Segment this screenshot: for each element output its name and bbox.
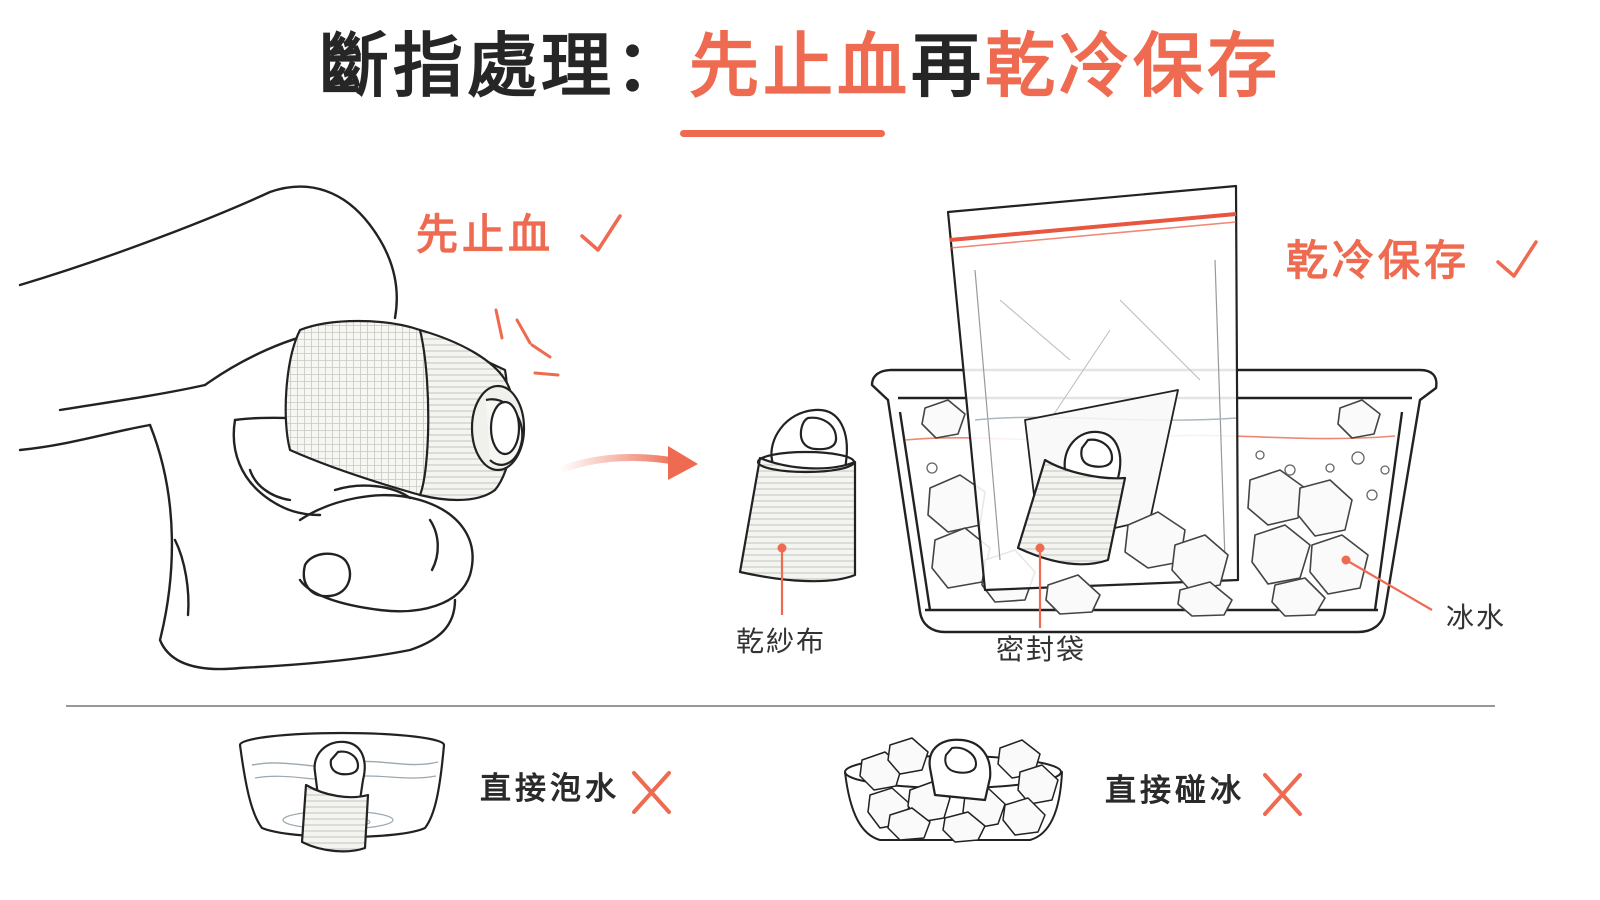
- bag-pointer: [1035, 543, 1045, 628]
- bowl-of-water: [238, 731, 446, 853]
- arrow-right-icon: [556, 446, 698, 480]
- check-icon: [580, 214, 622, 252]
- wrapped-finger: [738, 408, 857, 583]
- gauze-pointer: [777, 543, 787, 615]
- gauze-roll: [284, 319, 526, 502]
- cross-icon: [632, 771, 671, 814]
- ice-cubes-front: [1045, 511, 1233, 617]
- callout-gauze: 乾紗布: [736, 625, 827, 658]
- cross-icon: [1263, 773, 1302, 816]
- callout-bag: 密封袋: [996, 633, 1087, 666]
- title-prefix: 斷指處理：: [319, 25, 689, 107]
- dont-soak-in-water: 直接泡水: [480, 771, 620, 807]
- pressure-marks: [494, 308, 560, 377]
- step-label-cold-storage: 乾冷保存: [1286, 236, 1471, 285]
- title-highlight-1: 先止血: [689, 25, 911, 107]
- sealed-bag: [946, 184, 1240, 592]
- check-icon: [1496, 240, 1538, 278]
- title-middle: 再: [911, 25, 985, 107]
- title-underline: [680, 130, 885, 137]
- title-highlight-2: 乾冷保存: [985, 25, 1281, 107]
- bowl-of-ice: [844, 737, 1063, 843]
- page-title: 斷指處理：先止血再乾冷保存: [0, 28, 1600, 105]
- step-label-stop-bleeding: 先止血: [416, 210, 555, 259]
- ice-cubes: [921, 399, 1381, 617]
- ice-water-pointer: [1341, 555, 1433, 611]
- callout-ice-water: 冰水: [1446, 601, 1507, 634]
- bubbles: [926, 450, 1390, 501]
- dont-touch-ice: 直接碰冰: [1105, 773, 1245, 809]
